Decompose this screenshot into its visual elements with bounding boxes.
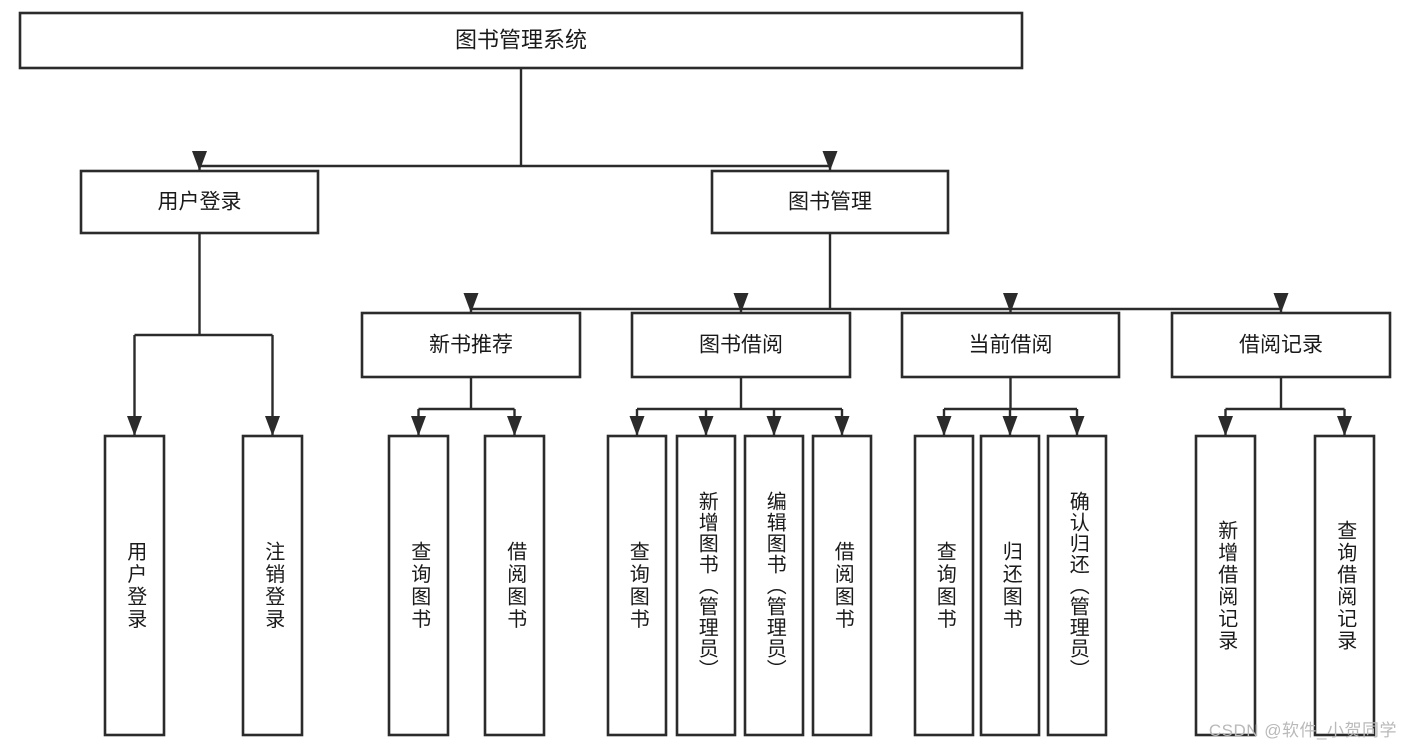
node-label: 图书管理系统: [455, 27, 587, 52]
node-leaf_10[interactable]: [1046, 434, 1108, 737]
node-leaf_6[interactable]: [743, 434, 805, 737]
node-l1_1[interactable]: 图书管理: [710, 169, 950, 235]
arrow-head: [822, 151, 838, 171]
node-label: 借阅记录: [1239, 334, 1323, 357]
arrow-head: [507, 416, 522, 436]
node-label: 用户登录: [158, 191, 242, 214]
node-box[interactable]: [913, 434, 975, 737]
node-box[interactable]: [606, 434, 668, 737]
arrow-head: [1218, 416, 1233, 436]
node-label: 图书借阅: [699, 334, 783, 357]
node-l2_1[interactable]: 图书借阅: [630, 311, 852, 379]
node-box[interactable]: [1313, 434, 1376, 737]
node-box[interactable]: [79, 169, 320, 235]
node-leaf_3[interactable]: [483, 434, 546, 737]
node-l1_0[interactable]: 用户登录: [79, 169, 320, 235]
node-box[interactable]: [1194, 434, 1257, 737]
arrow-head: [733, 293, 749, 313]
node-label: 当前借阅: [969, 334, 1053, 357]
arrow-head: [834, 416, 850, 436]
node-box[interactable]: [979, 434, 1041, 737]
arrow-head: [127, 416, 142, 436]
node-box[interactable]: [1170, 311, 1392, 379]
edges-layer: [127, 68, 1352, 436]
node-box[interactable]: [241, 434, 304, 737]
node-leaf_8[interactable]: [913, 434, 975, 737]
arrow-head: [1273, 293, 1289, 313]
node-box[interactable]: [675, 434, 737, 737]
node-label: 新书推荐: [429, 334, 513, 357]
node-leaf_11[interactable]: [1194, 434, 1257, 737]
node-box[interactable]: [630, 311, 852, 379]
node-l2_2[interactable]: 当前借阅: [900, 311, 1121, 379]
node-label: 图书管理: [788, 191, 872, 214]
node-leaf_4[interactable]: [606, 434, 668, 737]
arrow-head: [1069, 416, 1085, 436]
node-l2_0[interactable]: 新书推荐: [360, 311, 582, 379]
arrow-head: [1002, 416, 1018, 436]
arrow-head: [1337, 416, 1352, 436]
arrow-head: [265, 416, 280, 436]
arrow-head: [1003, 293, 1018, 313]
node-box[interactable]: [743, 434, 805, 737]
arrow-head: [463, 293, 479, 313]
node-box[interactable]: [483, 434, 546, 737]
node-root[interactable]: 图书管理系统: [18, 11, 1024, 70]
node-box[interactable]: [387, 434, 450, 737]
arrow-head: [936, 416, 952, 436]
node-leaf_7[interactable]: [811, 434, 873, 737]
node-box[interactable]: [360, 311, 582, 379]
arrow-head: [766, 416, 782, 436]
node-leaf_2[interactable]: [387, 434, 450, 737]
arrow-head: [411, 416, 426, 436]
node-box[interactable]: [811, 434, 873, 737]
node-l2_3[interactable]: 借阅记录: [1170, 311, 1392, 379]
node-leaf_0[interactable]: [103, 434, 166, 737]
node-leaf_1[interactable]: [241, 434, 304, 737]
arrow-head: [192, 151, 207, 171]
node-leaf_5[interactable]: [675, 434, 737, 737]
node-leaf_9[interactable]: [979, 434, 1041, 737]
arrow-head: [698, 416, 714, 436]
node-box[interactable]: [18, 11, 1024, 70]
node-box[interactable]: [710, 169, 950, 235]
node-box[interactable]: [103, 434, 166, 737]
node-leaf_12[interactable]: [1313, 434, 1376, 737]
arrow-head: [629, 416, 645, 436]
node-box[interactable]: [1046, 434, 1108, 737]
node-box[interactable]: [900, 311, 1121, 379]
